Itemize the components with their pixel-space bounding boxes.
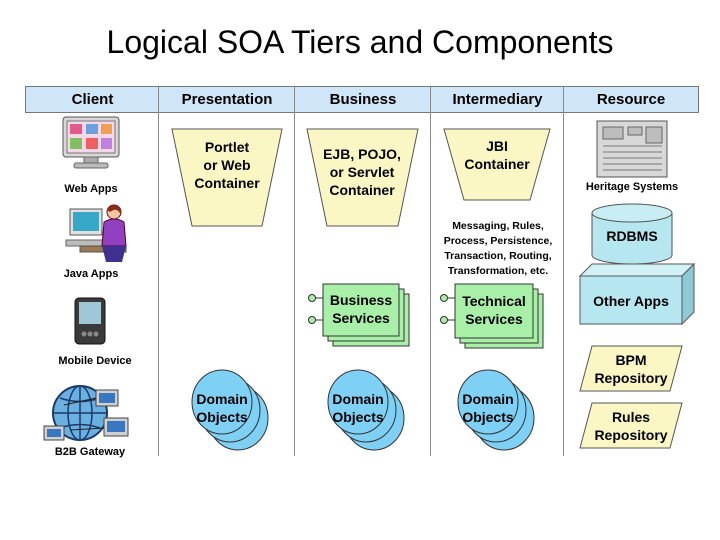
rdbms-label: RDBMS bbox=[606, 228, 658, 244]
business-services-label: Business Services bbox=[329, 292, 393, 326]
web-apps-label: Web Apps bbox=[64, 183, 118, 195]
column-divider bbox=[158, 86, 159, 456]
java-apps-icon bbox=[65, 204, 127, 262]
jbi-container-label: JBI Container bbox=[464, 138, 530, 172]
heritage-systems-icon bbox=[596, 120, 668, 178]
rules-repository-label: Rules Repository bbox=[594, 409, 668, 443]
header-intermediary: Intermediary bbox=[452, 91, 543, 108]
mobile-device-label: Mobile Device bbox=[58, 355, 132, 367]
b2b-gateway-icon bbox=[43, 385, 129, 441]
rules-repository-shape bbox=[579, 402, 683, 449]
presentation-domain-objects-shape bbox=[191, 369, 269, 451]
mobile-device-icon bbox=[74, 297, 106, 345]
other-apps-label: Other Apps bbox=[593, 293, 669, 309]
rdbms-cylinder bbox=[591, 203, 673, 265]
other-apps-box bbox=[578, 262, 696, 326]
header-business: Business bbox=[329, 91, 397, 108]
business-domain-objects-shape bbox=[327, 369, 405, 451]
column-divider bbox=[294, 86, 295, 456]
presentation-container-shape bbox=[171, 128, 283, 227]
presentation-domain-objects-label: Domain Objects bbox=[196, 391, 248, 425]
bpm-repository-shape bbox=[579, 345, 683, 392]
intermediary-domain-objects-shape bbox=[457, 369, 535, 451]
intermediary-domain-objects-label: Domain Objects bbox=[462, 391, 514, 425]
intermediary-capabilities-note: Messaging, Rules, Process, Persistence, … bbox=[443, 220, 553, 277]
header-client: Client bbox=[71, 91, 114, 108]
business-container-shape bbox=[306, 128, 419, 227]
heritage-systems-label: Heritage Systems bbox=[585, 181, 679, 193]
bpm-repository-label: BPM Repository bbox=[594, 352, 668, 386]
business-container-label: EJB, POJO, or Servlet Container bbox=[323, 146, 401, 198]
business-services-shape bbox=[308, 283, 410, 347]
technical-services-label: Technical Services bbox=[462, 293, 526, 327]
column-divider bbox=[430, 86, 431, 456]
web-apps-icon bbox=[62, 116, 120, 169]
b2b-gateway-label: B2B Gateway bbox=[54, 446, 126, 458]
header-resource: Resource bbox=[596, 91, 666, 108]
presentation-container-label: Portlet or Web Container bbox=[194, 139, 260, 191]
jbi-container-shape bbox=[443, 128, 551, 201]
java-apps-label: Java Apps bbox=[63, 268, 119, 280]
header-presentation: Presentation bbox=[181, 91, 273, 108]
diagram-title: Logical SOA Tiers and Components bbox=[106, 24, 614, 60]
technical-services-shape bbox=[440, 283, 544, 349]
business-domain-objects-label: Domain Objects bbox=[332, 391, 384, 425]
tier-header-row: Client Presentation Business Intermediar… bbox=[25, 86, 699, 113]
column-divider bbox=[563, 86, 564, 456]
